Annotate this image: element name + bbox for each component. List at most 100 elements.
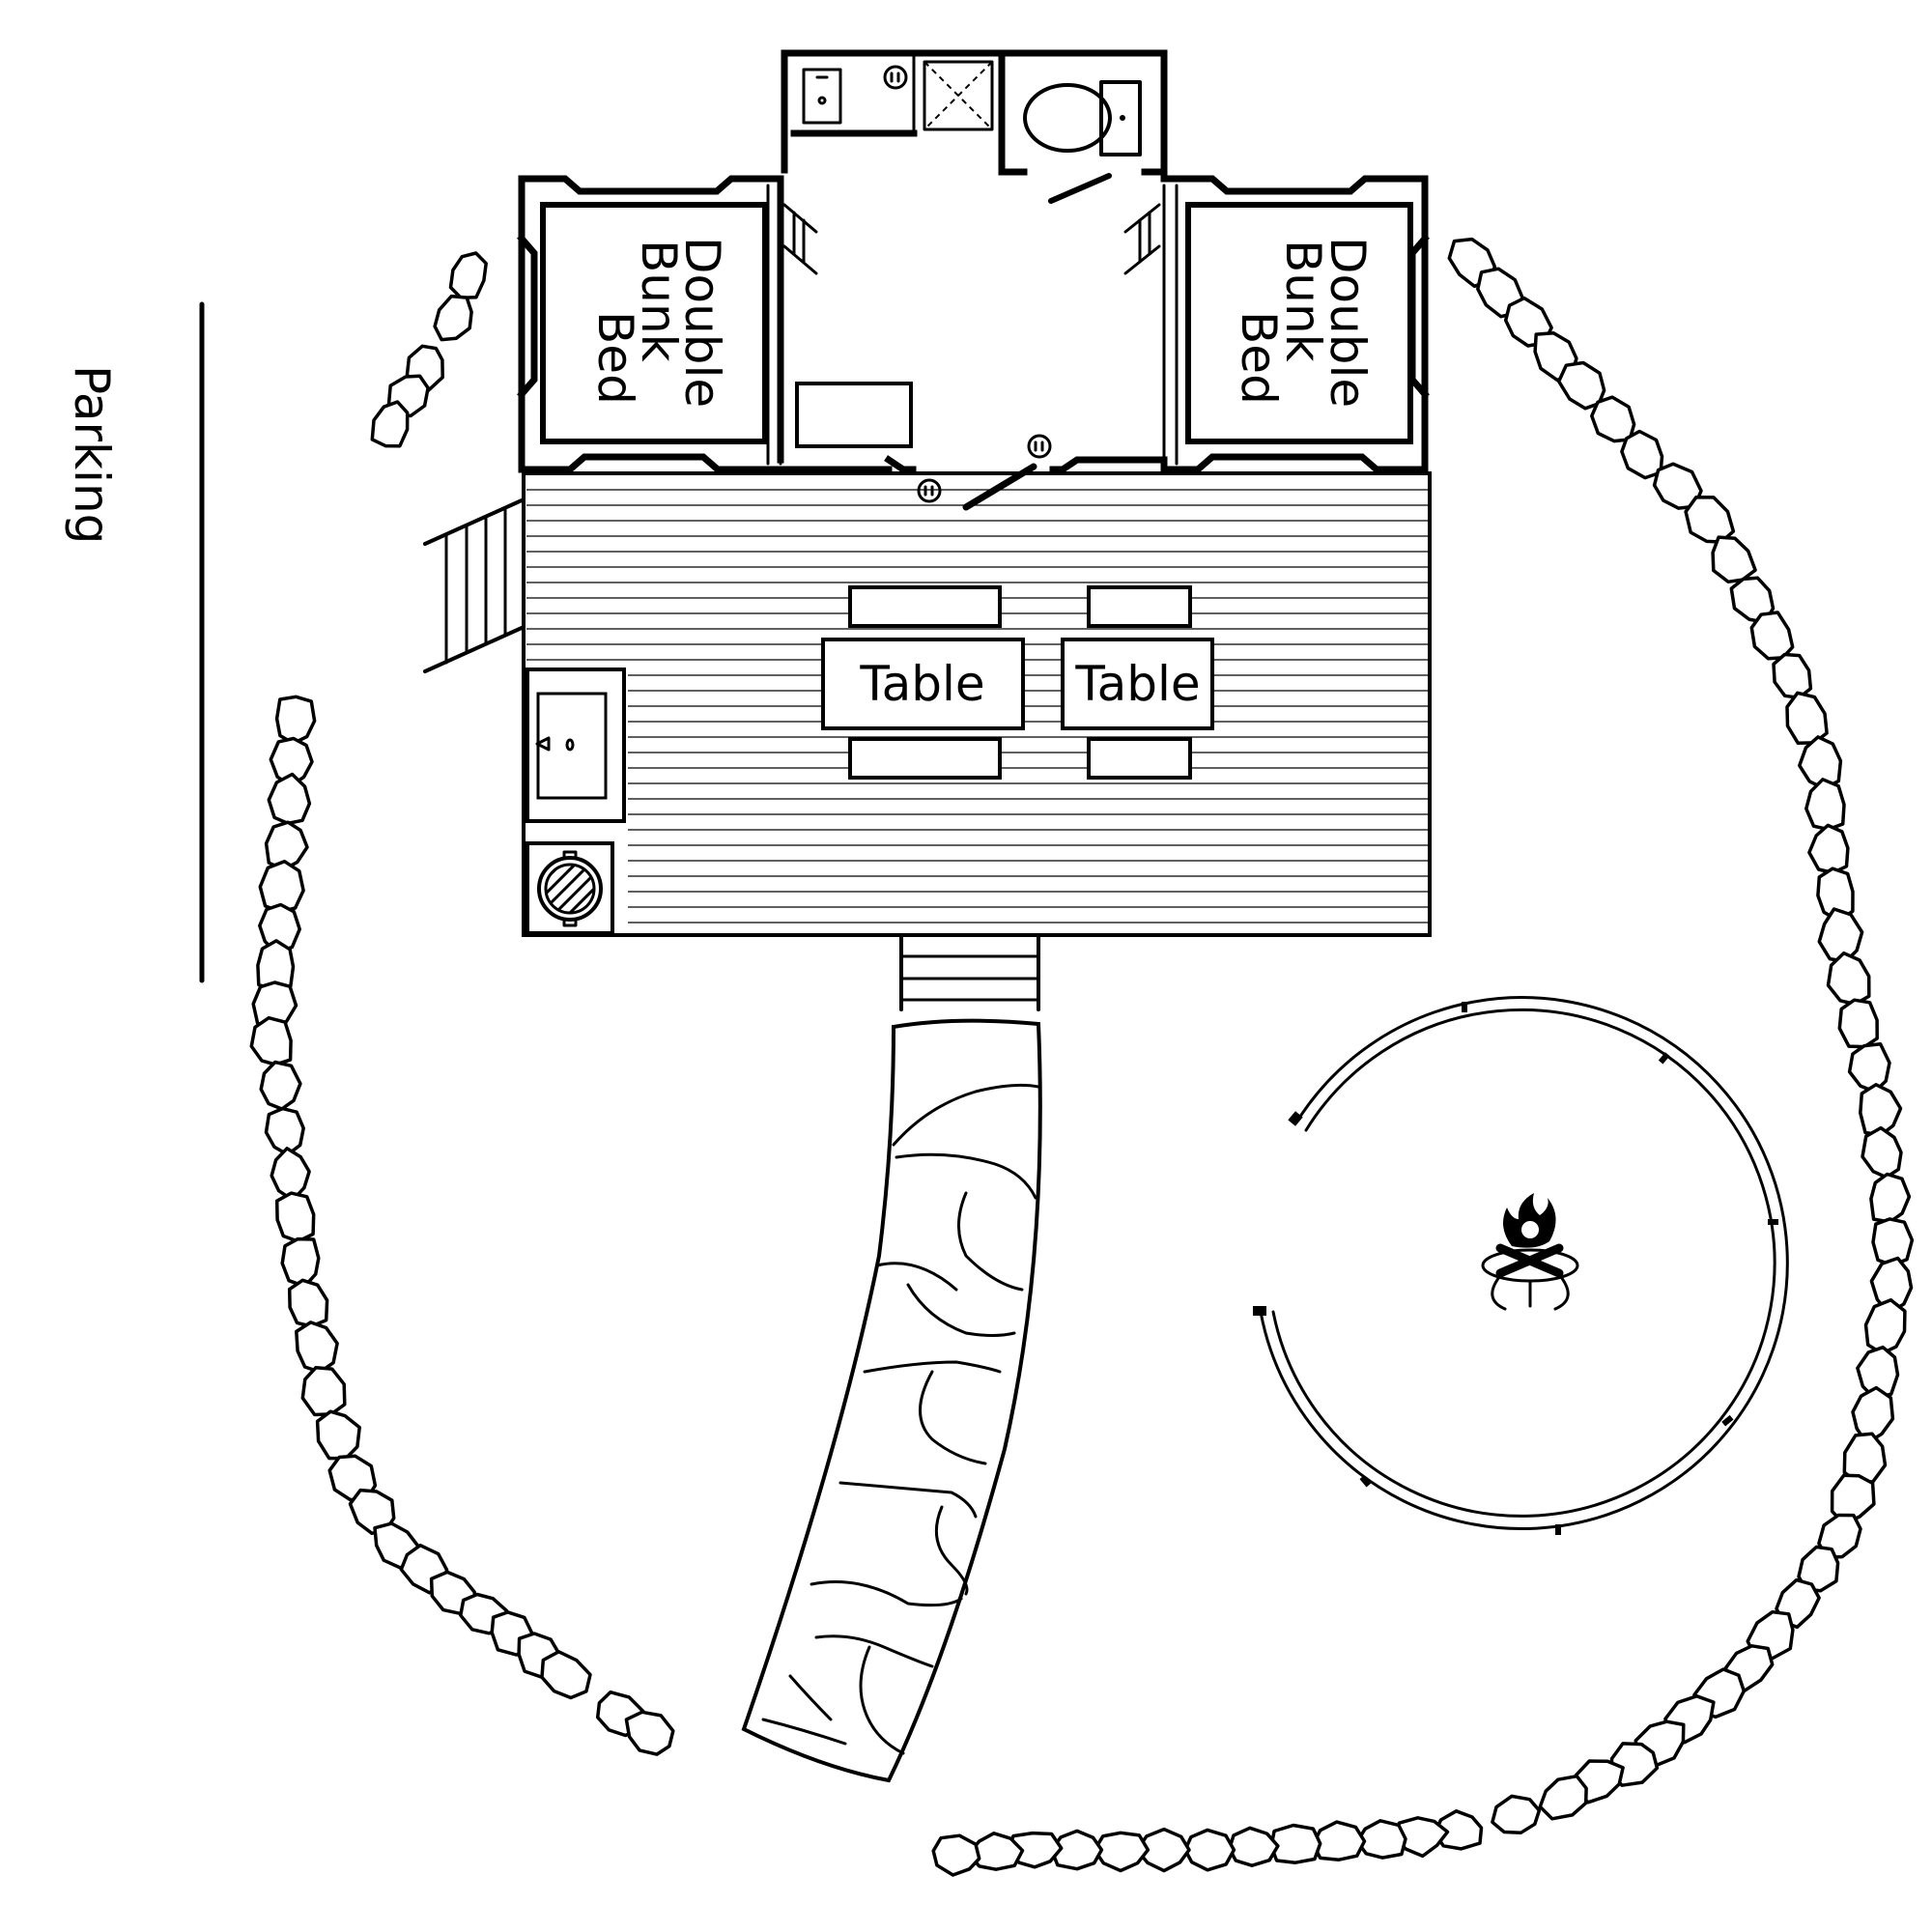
stone <box>1049 1829 1104 1871</box>
picnic-table-1[interactable]: Table <box>821 585 1025 780</box>
svg-text:Bed: Bed <box>1231 311 1287 405</box>
stone <box>1556 360 1606 411</box>
campfire-icon[interactable] <box>1481 1193 1579 1311</box>
stone <box>1804 778 1846 832</box>
bunk-bed-left[interactable] <box>540 202 768 444</box>
stone <box>1798 735 1843 790</box>
stone <box>1861 1125 1903 1179</box>
stone <box>258 859 305 914</box>
toilet-icon[interactable] <box>1023 80 1142 156</box>
stone <box>280 1236 321 1289</box>
stone-border-right <box>1447 237 1915 1821</box>
stone <box>1135 1827 1191 1873</box>
stone <box>931 1833 981 1877</box>
stone <box>1652 462 1703 510</box>
stone <box>1871 1217 1915 1267</box>
stone <box>1269 1823 1322 1864</box>
stone <box>1183 1828 1236 1872</box>
stone <box>1772 652 1813 700</box>
shower-icon[interactable] <box>923 60 994 131</box>
bunk-bed-right[interactable] <box>1185 202 1413 444</box>
stone <box>1729 576 1776 625</box>
table-top <box>1061 638 1214 730</box>
stone <box>1684 496 1736 544</box>
stone <box>1817 907 1864 964</box>
picnic-table-2[interactable]: Table <box>1061 585 1214 780</box>
bench <box>1087 737 1192 780</box>
sink-icon <box>535 736 575 752</box>
stone <box>1856 1345 1900 1401</box>
parking-label: Parking <box>64 365 120 544</box>
left-stairs[interactable] <box>423 498 524 673</box>
ladder-right[interactable] <box>1123 203 1161 275</box>
stone <box>1620 429 1664 480</box>
stone <box>269 736 314 788</box>
svg-text:Double: Double <box>674 237 730 408</box>
outdoor-sink[interactable] <box>526 668 626 823</box>
stone <box>1863 1297 1907 1355</box>
stone <box>1837 998 1879 1049</box>
stone <box>1859 1083 1903 1137</box>
stone <box>300 1366 347 1417</box>
ladder-left[interactable] <box>782 203 818 275</box>
stone <box>1851 1385 1895 1445</box>
stone <box>1590 395 1636 443</box>
stone-path[interactable] <box>741 1018 1042 1783</box>
bench <box>848 737 1002 780</box>
stone <box>1392 1816 1450 1859</box>
stone <box>1797 1545 1840 1593</box>
stone <box>1847 1042 1891 1094</box>
bathroom-sink[interactable] <box>802 68 842 125</box>
parking-area: Parking <box>64 301 205 983</box>
stone <box>256 939 296 991</box>
stone <box>370 400 410 448</box>
fire-pit-area <box>1253 996 1789 1535</box>
outlet-icon <box>883 65 908 90</box>
stone <box>274 1191 316 1243</box>
bench <box>1087 585 1192 628</box>
stone <box>1093 1831 1151 1873</box>
stone <box>1816 867 1855 923</box>
cabin: Double Bunk Bed Double Bunk Bed <box>517 49 1430 511</box>
svg-text:Bunk: Bunk <box>1275 240 1331 362</box>
stone <box>348 1488 396 1536</box>
svg-text:Bunk: Bunk <box>631 240 687 362</box>
table-label: Table <box>1074 656 1200 712</box>
stone <box>251 980 298 1031</box>
stone <box>264 1106 305 1157</box>
stone <box>258 902 301 954</box>
stone <box>1869 1172 1912 1224</box>
stone <box>267 772 312 826</box>
stone <box>1311 1820 1367 1861</box>
stone <box>315 1409 361 1461</box>
stone <box>624 1710 675 1756</box>
stone <box>264 820 309 871</box>
stone <box>1869 1256 1914 1315</box>
stone <box>1491 1794 1542 1835</box>
outlet-icon <box>917 478 942 503</box>
stone <box>966 1832 1025 1871</box>
table-label: Table <box>859 656 984 712</box>
stone <box>1817 1513 1862 1559</box>
stone-border-left-top <box>370 251 488 448</box>
stone <box>287 1278 329 1328</box>
stone <box>1842 1432 1888 1484</box>
bbq-grill[interactable] <box>526 841 614 935</box>
stone <box>1227 1826 1280 1867</box>
stone <box>1807 823 1850 875</box>
stone <box>259 1060 302 1111</box>
stone <box>1711 535 1757 584</box>
interior-bench[interactable] <box>795 382 913 448</box>
stone <box>1826 951 1871 1007</box>
stone <box>270 1147 311 1203</box>
bunk-bed-right-label: Double Bunk Bed <box>1231 237 1376 408</box>
stone <box>1609 1742 1660 1787</box>
stone <box>274 695 317 746</box>
table-top <box>821 638 1025 730</box>
bottom-stairs[interactable] <box>899 935 1040 1011</box>
bench <box>848 585 1002 628</box>
stone <box>1785 691 1829 746</box>
stone <box>249 1015 293 1066</box>
stone <box>295 1321 339 1375</box>
stone <box>1538 1774 1588 1821</box>
